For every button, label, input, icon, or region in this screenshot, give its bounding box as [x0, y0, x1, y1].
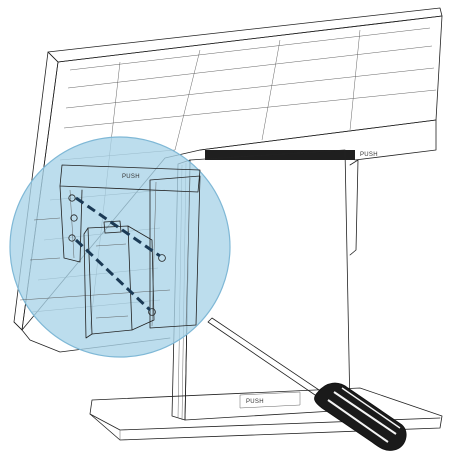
screwdriver-icon [207, 317, 407, 451]
screw-alignment-line-top [75, 196, 161, 258]
push-label-top-right: PUSH [360, 152, 378, 158]
screw-alignment-line-bottom [74, 238, 152, 312]
monitor-base-plate [89, 387, 443, 441]
push-label-base: PUSH [246, 399, 264, 405]
push-label-bracket: PUSH [122, 174, 140, 180]
magnifier-callout [9, 136, 231, 358]
screw-icon [68, 194, 166, 316]
magnifier-circle [9, 136, 231, 358]
